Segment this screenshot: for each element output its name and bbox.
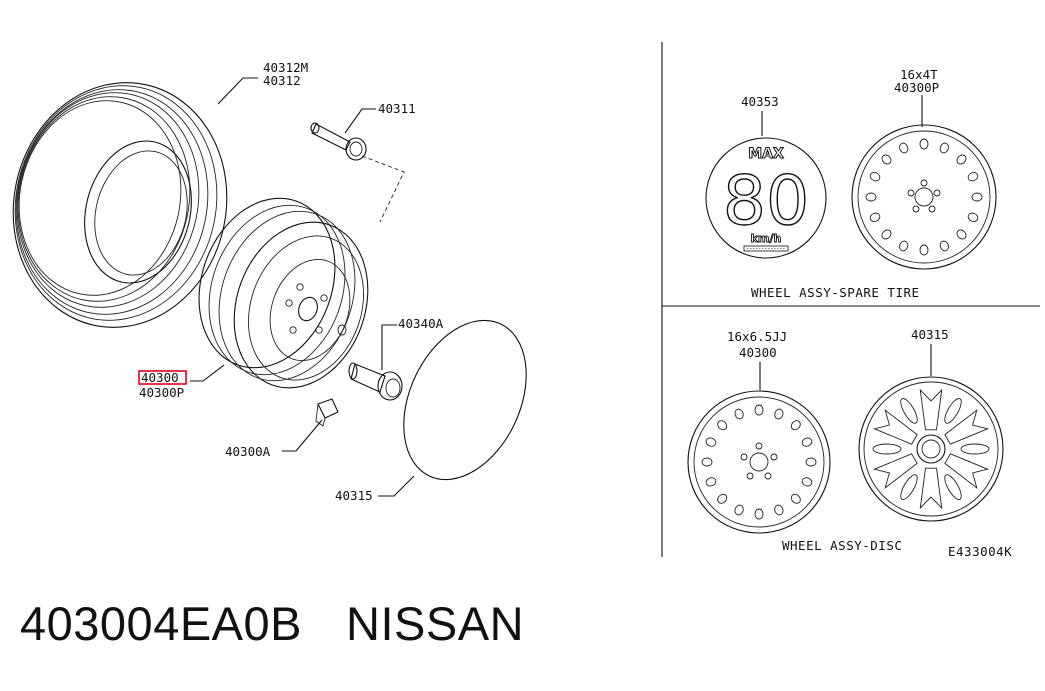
wheel-vent-hole (971, 192, 983, 202)
label-wheel-spare: 40300P (139, 385, 184, 400)
hubcap-spoke (919, 388, 943, 431)
wheel-vent-hole (754, 508, 764, 520)
lug-nut-drawing (348, 362, 403, 401)
label-tire-2: 40312 (263, 73, 301, 88)
wheel-vent-hole (734, 408, 744, 420)
wheel-vent-hole (869, 172, 881, 182)
wheel-vent-hole (774, 504, 784, 516)
hubcap-spoke (919, 467, 943, 510)
tire-drawing (12, 82, 228, 328)
wheel-vent-hole (956, 229, 967, 240)
label-tire-1: 40312M (263, 60, 308, 75)
wheel-vent-hole (939, 240, 949, 252)
diagram-code: E433004K (948, 544, 1012, 559)
speed-unit-text: km/h (751, 232, 782, 245)
hubcap-spoke (873, 409, 918, 445)
hubcap-spoke (873, 453, 918, 489)
wheel-drawing (198, 197, 369, 389)
wheel-vent-hole (899, 240, 909, 252)
wheel-vent-hole (805, 457, 817, 467)
label-valve: 40311 (378, 101, 416, 116)
wheel-vent-hole (734, 504, 744, 516)
wheel-vent-hole (701, 457, 713, 467)
hubcap-drawing (858, 376, 1004, 522)
label-wheel-highlighted: 40300 (141, 370, 179, 385)
wheel-vent-hole (790, 493, 801, 504)
speed-value-text: 80 (723, 162, 810, 241)
wheel-vent-hole (801, 437, 813, 447)
wheel-vent-hole (754, 404, 764, 416)
balance-weight-drawing (315, 398, 339, 427)
valve-drawing (310, 122, 405, 223)
label-spare-size: 16x4T (900, 67, 938, 82)
hubcap-slot (900, 398, 918, 424)
footer-title: 403004EA0B NISSAN (20, 596, 524, 651)
hubcap-spoke (944, 409, 989, 445)
wheel-vent-hole (705, 437, 717, 447)
label-balance-weight: 40300A (225, 444, 271, 459)
wheel-vent-hole (705, 477, 717, 487)
wheel-vent-hole (865, 192, 877, 202)
wheel-vent-hole (919, 244, 929, 256)
wheel-vent-hole (774, 408, 784, 420)
wheel-vent-hole (717, 420, 728, 431)
speed-max-text: MAX (748, 146, 784, 162)
label-lug-nut: 40340A (398, 316, 444, 331)
wheel-vent-hole (790, 420, 801, 431)
wheel-vent-hole (967, 172, 979, 182)
wheel-vent-hole (899, 142, 909, 154)
highlight-box (138, 370, 187, 385)
caption-disc-wheel: WHEEL ASSY-DISC (782, 538, 902, 553)
panel-dividers (661, 42, 1040, 557)
label-speed-sticker: 40353 (741, 94, 779, 109)
caption-spare-tire: WHEEL ASSY-SPARE TIRE (751, 285, 920, 300)
disc-wheel-drawing (687, 390, 831, 534)
speed-label-drawing: MAX 80 km/h (705, 137, 827, 259)
hubcap-slot (900, 474, 918, 500)
spare-wheel-drawing (851, 124, 997, 270)
hubcap-slot (944, 398, 962, 424)
brand-name: NISSAN (346, 597, 525, 650)
label-disc-size: 16x6.5JJ (727, 329, 787, 344)
wheel-vent-hole (881, 154, 892, 165)
hubcap-spoke (944, 453, 989, 489)
hubcap-slot (944, 474, 962, 500)
label-disc-part: 40300 (739, 345, 777, 360)
wheel-vent-hole (881, 229, 892, 240)
label-spare-part: 40300P (894, 80, 939, 95)
wheel-vent-hole (956, 154, 967, 165)
label-hubcap: 40315 (911, 327, 949, 342)
wheel-vent-hole (939, 142, 949, 154)
wheel-vent-hole (967, 212, 979, 222)
part-number: 403004EA0B (20, 597, 303, 650)
cover-drawing (403, 319, 527, 481)
label-cover: 40315 (335, 488, 373, 503)
leader-lines (190, 77, 932, 497)
hubcap-slot (960, 443, 990, 455)
wheel-vent-hole (919, 138, 929, 150)
wheel-vent-hole (717, 493, 728, 504)
wheel-vent-hole (801, 477, 813, 487)
wheel-vent-hole (869, 212, 881, 222)
hubcap-slot (872, 443, 902, 455)
